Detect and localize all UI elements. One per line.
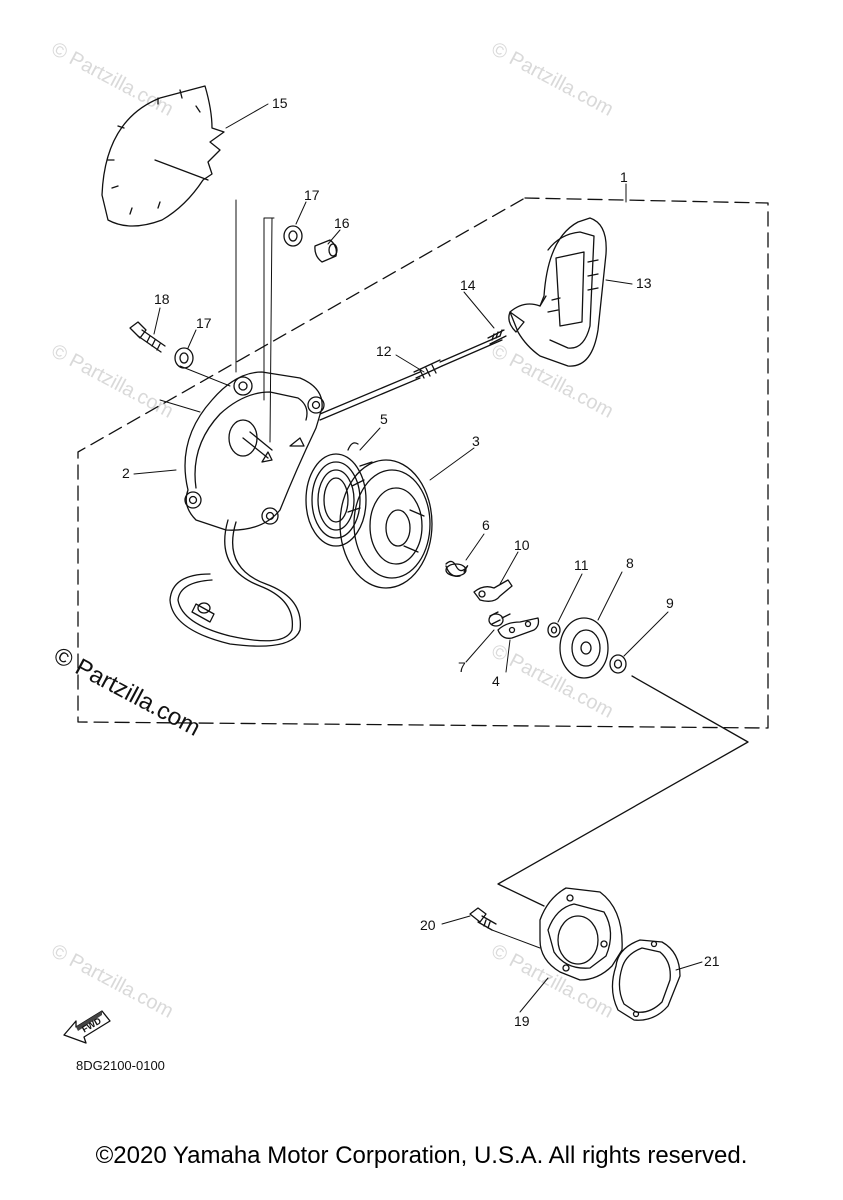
callout-2: 2 — [122, 465, 130, 481]
callout-9: 9 — [666, 595, 674, 611]
callout-17-lower: 17 — [196, 315, 212, 331]
bolt-part — [129, 321, 166, 353]
spacer-part-lower — [174, 347, 194, 369]
rope-part — [319, 335, 503, 421]
rope-end-part — [487, 329, 507, 345]
callout-5: 5 — [380, 411, 388, 427]
spring-part — [445, 560, 469, 577]
callout-15: 15 — [272, 95, 288, 111]
starter-case-part — [184, 371, 325, 531]
callout-1: 1 — [620, 169, 628, 185]
ratchet-part — [473, 579, 513, 602]
collar-part — [314, 239, 338, 263]
callout-8: 8 — [626, 555, 634, 571]
callout-17-upper: 17 — [304, 187, 320, 203]
gasket-part — [611, 939, 681, 1021]
starter-handle-part — [508, 217, 607, 367]
callout-labels: 1 2 3 4 5 6 7 8 9 10 11 12 13 14 15 16 1… — [122, 95, 720, 1029]
assembly-link-line — [497, 675, 749, 907]
callout-14: 14 — [460, 277, 476, 293]
pulley-cover-part — [539, 887, 623, 981]
callout-3: 3 — [472, 433, 480, 449]
callout-12: 12 — [376, 343, 392, 359]
callout-20: 20 — [420, 917, 436, 933]
callout-7: 7 — [458, 659, 466, 675]
callout-21: 21 — [704, 953, 720, 969]
bolt-part-lower — [469, 907, 497, 931]
callout-6: 6 — [482, 517, 490, 533]
callout-18: 18 — [154, 291, 170, 307]
friction-plate-part — [559, 617, 609, 679]
copyright-notice: ©2020 Yamaha Motor Corporation, U.S.A. A… — [95, 1142, 748, 1169]
diagram-code: 8DG2100-0100 — [76, 1058, 165, 1073]
pawl-part — [497, 617, 540, 639]
spacer-part-upper — [283, 225, 303, 247]
callout-16: 16 — [334, 215, 350, 231]
washer-part — [547, 622, 561, 638]
callout-19: 19 — [514, 1013, 530, 1029]
callout-13: 13 — [636, 275, 652, 291]
small-spring-part — [488, 611, 511, 627]
callout-4: 4 — [492, 673, 500, 689]
callout-10: 10 — [514, 537, 530, 553]
assembly-boundary — [77, 197, 769, 729]
pulley-part — [339, 459, 433, 589]
leader-lines — [133, 103, 703, 1013]
wire-harness — [169, 519, 302, 647]
decal-part — [101, 85, 225, 227]
callout-11: 11 — [574, 557, 589, 573]
forward-arrow-icon: FWD — [63, 1010, 111, 1044]
spiral-spring-part — [305, 442, 367, 547]
nut-part — [609, 654, 627, 674]
